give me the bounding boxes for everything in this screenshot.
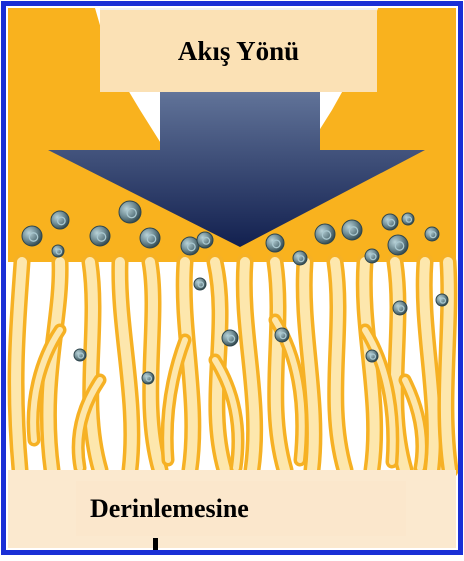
particle-icon [393,301,407,315]
particle-icon [52,245,64,257]
particle-icon [366,350,378,362]
particle-icon [342,220,362,240]
particle-icon [142,372,154,384]
particle-icon [51,211,69,229]
particle-icon [266,234,284,252]
particle-icon [315,224,335,244]
particle-icon [382,214,398,230]
particle-icon [140,228,160,248]
particle-icon [436,294,448,306]
particle-icon [388,235,408,255]
channel [16,262,22,470]
particle-icon [365,249,379,263]
particle-icon [194,278,206,290]
particle-icon [181,237,199,255]
particle-icon [197,232,213,248]
particle-icon [222,330,238,346]
particle-icon [22,226,42,246]
particle-icon [275,328,289,342]
particle-icon [425,227,439,241]
particle-icon [119,201,141,223]
channel [446,262,450,470]
depth-marker [153,538,158,550]
flow-direction-label: Akış Yönü [100,10,377,92]
particle-icon [90,226,110,246]
depth-label: Derinlemesine [76,481,406,536]
particle-icon [402,213,414,225]
particle-icon [293,251,307,265]
particle-icon [74,349,86,361]
